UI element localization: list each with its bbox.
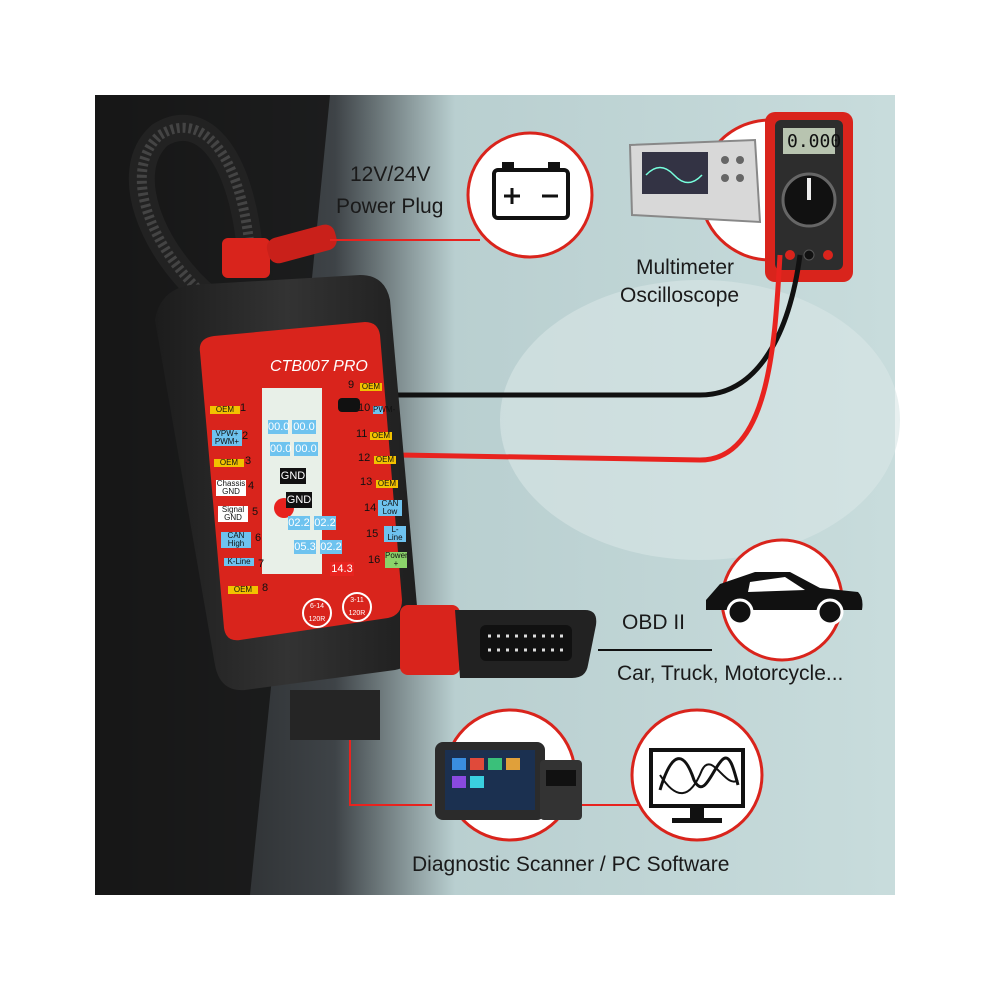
black-probe-wire: [350, 254, 803, 398]
left-pin-num: 3: [245, 455, 252, 467]
display-cell: 02.2: [288, 516, 310, 530]
left-pin-num: 4: [248, 480, 255, 492]
bottom-label: Diagnostic Scanner / PC Software: [412, 853, 730, 876]
oscilloscope-icon: [628, 138, 762, 224]
left-pin-label: OEM: [210, 406, 240, 414]
display-cell: GND: [286, 492, 312, 508]
device-brand: CTB007 PRO: [270, 358, 368, 375]
display-cell: 00.0: [270, 442, 292, 456]
left-pin-label: K-Line: [224, 558, 254, 566]
right-pin-label: PWM-: [373, 406, 395, 414]
resistor-badge-right: 3-11 120R: [342, 592, 372, 622]
right-pin-label: OEM: [360, 382, 382, 391]
right-pin-num: 12: [358, 452, 371, 464]
right-pin-num: 10: [358, 402, 371, 414]
left-pin-num: 7: [258, 558, 265, 570]
left-pin-label: Chassis GND: [216, 479, 246, 496]
left-pin-label: VPW+ PWM+: [212, 430, 242, 446]
right-pin-num: 9: [348, 379, 355, 391]
vehicles-label: Car, Truck, Motorcycle...: [617, 662, 844, 685]
left-pin-label: CAN High: [221, 532, 251, 548]
right-pin-num: 16: [368, 554, 381, 566]
right-pin-num: 14: [364, 502, 377, 514]
left-pin-num: 2: [242, 430, 249, 442]
bottom-connector: [290, 690, 380, 740]
left-pin-label: OEM: [228, 586, 258, 594]
tablet-icon: [435, 742, 582, 820]
power-label-line1: 12V/24V: [350, 163, 431, 186]
display-cell: GND: [280, 468, 306, 484]
display-cell: 00.0: [294, 442, 318, 456]
left-pin-label: Signal GND: [218, 506, 248, 522]
resistor-badge-left: 6-14 120R: [302, 598, 332, 628]
meter-label-line2: Oscilloscope: [620, 284, 740, 307]
display-cell: 02.2: [314, 516, 336, 530]
right-pin-label: L-Line: [384, 526, 406, 542]
right-pin-num: 13: [360, 476, 373, 488]
right-pin-label: OEM: [376, 479, 398, 488]
right-pin-label: OEM: [374, 455, 396, 464]
display-cell: 00.0: [268, 420, 290, 434]
power-label-line2: Power Plug: [336, 195, 444, 218]
meter-label-line1: Multimeter: [636, 256, 735, 279]
multimeter-icon: [765, 112, 853, 282]
left-pin-num: 1: [240, 402, 247, 414]
right-pin-label: OEM: [370, 431, 392, 440]
right-pin-label: CAN Low: [378, 500, 402, 516]
meter-readout: 0.000: [787, 131, 842, 152]
power-plug-circle: [466, 131, 594, 259]
right-pin-num: 11: [356, 428, 368, 440]
right-pin-num: 15: [366, 528, 379, 540]
display-cell: 05.3: [294, 540, 316, 554]
monitor-icon: [649, 748, 745, 823]
display-cell: 14.3: [330, 562, 354, 576]
power-connector: [222, 238, 270, 278]
display-cell: 02.2: [320, 540, 342, 554]
left-pin-label: OEM: [214, 459, 244, 467]
display-cell: 00.0: [292, 420, 316, 434]
left-pin-num: 8: [262, 582, 269, 594]
battery-icon: [492, 162, 570, 220]
left-pin-num: 6: [255, 532, 262, 544]
right-pin-label: Power +: [385, 551, 408, 568]
obd-label: OBD II: [622, 611, 686, 634]
obd-connector: [400, 605, 597, 678]
car-icon: [706, 572, 863, 626]
left-pin-num: 5: [252, 506, 259, 518]
